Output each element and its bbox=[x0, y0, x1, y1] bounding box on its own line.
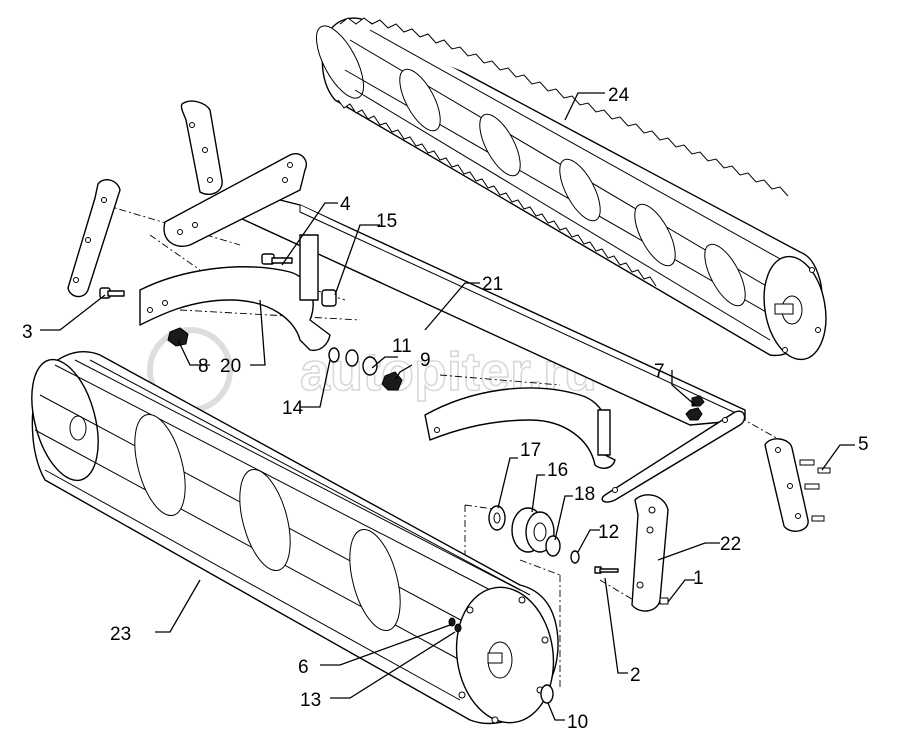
arm-right bbox=[424, 387, 616, 469]
callout-11: 11 bbox=[392, 336, 412, 357]
callout-1: 1 bbox=[693, 568, 704, 589]
callout-22: 22 bbox=[720, 534, 741, 555]
bolt-2 bbox=[594, 566, 619, 574]
callout-23: 23 bbox=[110, 624, 131, 645]
cage-roller-bottom bbox=[31, 351, 559, 725]
bolt-3 bbox=[99, 287, 125, 299]
callout-labels: 24 4 15 21 3 8 20 14 11 9 7 5 17 16 18 1… bbox=[22, 85, 869, 733]
spacer-12 bbox=[570, 550, 580, 564]
cage-roller-top bbox=[316, 17, 827, 361]
callout-8: 8 bbox=[198, 356, 209, 377]
bolt-4 bbox=[261, 253, 293, 265]
callout-2: 2 bbox=[630, 665, 641, 686]
frame-beam bbox=[163, 153, 746, 503]
callout-20: 20 bbox=[220, 356, 241, 377]
callout-15: 15 bbox=[376, 211, 397, 232]
nut-8 bbox=[167, 327, 189, 347]
callout-10: 10 bbox=[567, 712, 588, 733]
callout-16: 16 bbox=[547, 460, 568, 481]
circlip-18 bbox=[545, 535, 561, 557]
callout-24: 24 bbox=[608, 85, 630, 106]
callout-14: 14 bbox=[282, 398, 304, 419]
callout-17: 17 bbox=[520, 440, 541, 461]
callout-13: 13 bbox=[300, 690, 321, 711]
arm-left bbox=[139, 234, 331, 352]
callout-6: 6 bbox=[298, 657, 309, 678]
mount-plate-5 bbox=[764, 438, 831, 532]
callout-18: 18 bbox=[574, 484, 595, 505]
callout-3: 3 bbox=[22, 322, 33, 343]
callout-7: 7 bbox=[654, 361, 665, 382]
washers-9-11-14 bbox=[328, 347, 403, 391]
side-plate-left bbox=[67, 179, 121, 298]
callout-12: 12 bbox=[598, 522, 619, 543]
bushing-15 bbox=[321, 289, 337, 307]
side-plate-upper bbox=[180, 100, 223, 196]
nut-7 bbox=[685, 395, 705, 421]
callout-4: 4 bbox=[340, 194, 351, 215]
seal-ring-10 bbox=[540, 684, 554, 704]
washer-17 bbox=[488, 505, 506, 531]
callout-5: 5 bbox=[858, 434, 869, 455]
leader-lines bbox=[40, 92, 855, 721]
callout-9: 9 bbox=[420, 350, 431, 371]
callout-21: 21 bbox=[482, 274, 503, 295]
bracket-plate-22 bbox=[631, 494, 669, 612]
